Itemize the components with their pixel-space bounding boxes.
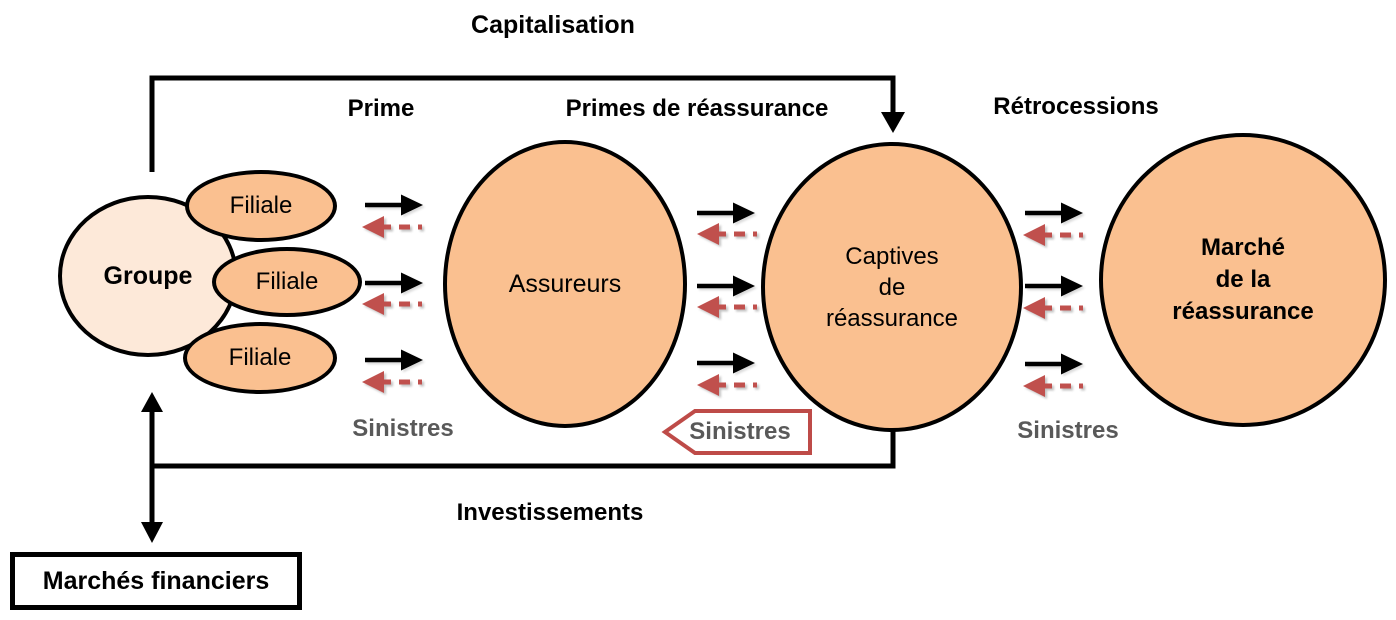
claims-flow-arrow-left-icon bbox=[362, 293, 422, 315]
node-captives-line-3: réassurance bbox=[825, 304, 959, 332]
premium-flow-arrow-right-icon bbox=[697, 352, 755, 374]
arrowhead-down-icon bbox=[141, 522, 163, 543]
sinistres-label-left: Sinistres bbox=[352, 415, 454, 442]
node-filiale-3-label: Filiale bbox=[228, 344, 292, 371]
node-captives-de-reassurance: Captives de réassurance bbox=[761, 142, 1023, 432]
node-captives-label: Captives de réassurance bbox=[826, 241, 958, 334]
premium-flow-arrow-right-icon bbox=[365, 272, 423, 294]
premium-flow-arrow-right-icon bbox=[697, 275, 755, 297]
arrowhead-up-icon bbox=[141, 392, 163, 412]
prime-label: Prime bbox=[347, 95, 415, 122]
primes-de-reassurance-label: Primes de réassurance bbox=[565, 95, 829, 122]
node-filiale-2: Filiale bbox=[212, 247, 362, 317]
premium-flow-arrow-right-icon bbox=[1025, 275, 1083, 297]
claims-flow-arrow-left-icon bbox=[362, 216, 422, 238]
node-filiale-1: Filiale bbox=[185, 170, 337, 242]
capitalisation-label: Capitalisation bbox=[471, 11, 635, 39]
claims-flow-arrow-left-icon bbox=[362, 371, 422, 393]
node-marche-label: Marché de la réassurance bbox=[1172, 232, 1313, 328]
financial-markets-double-arrow bbox=[141, 392, 163, 543]
node-captives-line-1: Captives bbox=[845, 242, 939, 270]
claims-flow-arrow-left-icon bbox=[697, 223, 757, 245]
premium-flow-arrow-right-icon bbox=[1025, 353, 1083, 375]
sinistres-label-middle: Sinistres bbox=[689, 418, 791, 445]
node-marche-line-2: de la bbox=[1215, 266, 1271, 293]
capitalisation-arrowhead-down-icon bbox=[881, 112, 905, 133]
claims-flow-arrow-left-icon bbox=[1023, 297, 1083, 319]
investissements-label: Investissements bbox=[456, 499, 644, 526]
node-marche-de-la-reassurance: Marché de la réassurance bbox=[1099, 133, 1387, 427]
premium-flow-arrow-right-icon bbox=[365, 349, 423, 371]
node-filiale-2-label: Filiale bbox=[255, 268, 319, 295]
node-assureurs: Assureurs bbox=[443, 140, 687, 428]
node-groupe-label: Groupe bbox=[103, 261, 193, 290]
node-marche-line-1: Marché bbox=[1200, 234, 1286, 261]
claims-flow-arrow-left-icon bbox=[1023, 375, 1083, 397]
node-marche-line-3: réassurance bbox=[1172, 298, 1314, 325]
premium-flow-arrow-right-icon bbox=[365, 194, 423, 216]
node-marches-financiers-label: Marchés financiers bbox=[42, 566, 270, 595]
node-assureurs-label: Assureurs bbox=[508, 269, 622, 298]
premium-flow-arrow-right-icon bbox=[1025, 202, 1083, 224]
claims-flow-arrow-left-icon bbox=[697, 374, 757, 396]
claims-flow-arrow-left-icon bbox=[1023, 224, 1083, 246]
node-filiale-3: Filiale bbox=[183, 322, 337, 394]
premium-flow-arrow-right-icon bbox=[697, 202, 755, 224]
retrocessions-label: Rétrocessions bbox=[993, 93, 1159, 120]
sinistres-label-right: Sinistres bbox=[1017, 417, 1119, 444]
node-filiale-1-label: Filiale bbox=[229, 192, 293, 219]
node-captives-line-2: de bbox=[878, 273, 906, 301]
claims-flow-arrow-left-icon bbox=[697, 296, 757, 318]
node-marches-financiers: Marchés financiers bbox=[10, 552, 302, 610]
